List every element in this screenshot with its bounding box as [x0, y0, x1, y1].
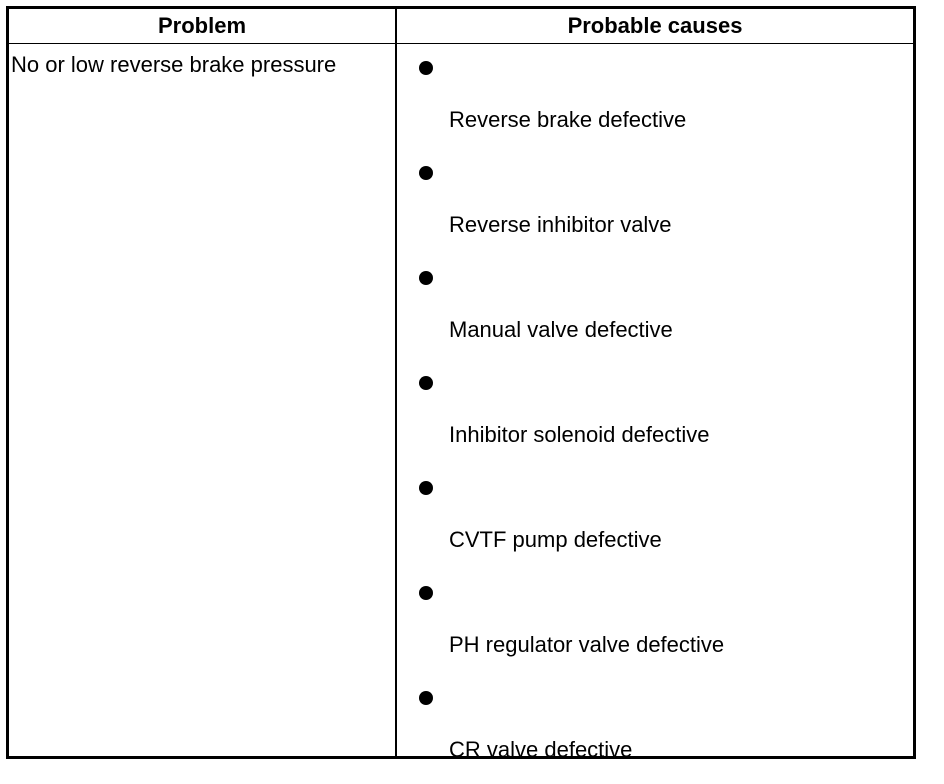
cause-item: Reverse inhibitor valve [397, 154, 913, 259]
cause-text: PH regulator valve defective [449, 632, 725, 657]
bullet-icon [419, 481, 433, 495]
cause-item: Manual valve defective [397, 259, 913, 364]
bullet-icon [419, 376, 433, 390]
bullet-icon [419, 691, 433, 705]
problem-cell: No or low reverse brake pressure [11, 52, 337, 77]
cause-item: PH regulator valve defective [397, 574, 913, 679]
cause-text: CVTF pump defective [449, 527, 662, 552]
header-divider [9, 43, 913, 44]
cause-text: Manual valve defective [449, 317, 673, 342]
bullet-icon [419, 61, 433, 75]
cause-text: Reverse inhibitor valve [449, 212, 672, 237]
cause-item: Inhibitor solenoid defective [397, 364, 913, 469]
column-header-problem: Problem [157, 13, 247, 38]
column-divider [395, 9, 397, 756]
troubleshooting-table: Problem Probable causes No or low revers… [6, 6, 916, 762]
column-header-probable-causes: Probable causes [567, 13, 743, 38]
cause-text: Reverse brake defective [449, 107, 687, 132]
bullet-icon [419, 271, 433, 285]
bullet-icon [419, 166, 433, 180]
cause-text: CR valve defective [449, 737, 633, 762]
cause-item: CR valve defective [397, 679, 913, 784]
cause-text: Inhibitor solenoid defective [449, 422, 710, 447]
cause-item: CVTF pump defective [397, 469, 913, 574]
cause-item: Reverse brake defective [397, 49, 913, 154]
bullet-icon [419, 586, 433, 600]
